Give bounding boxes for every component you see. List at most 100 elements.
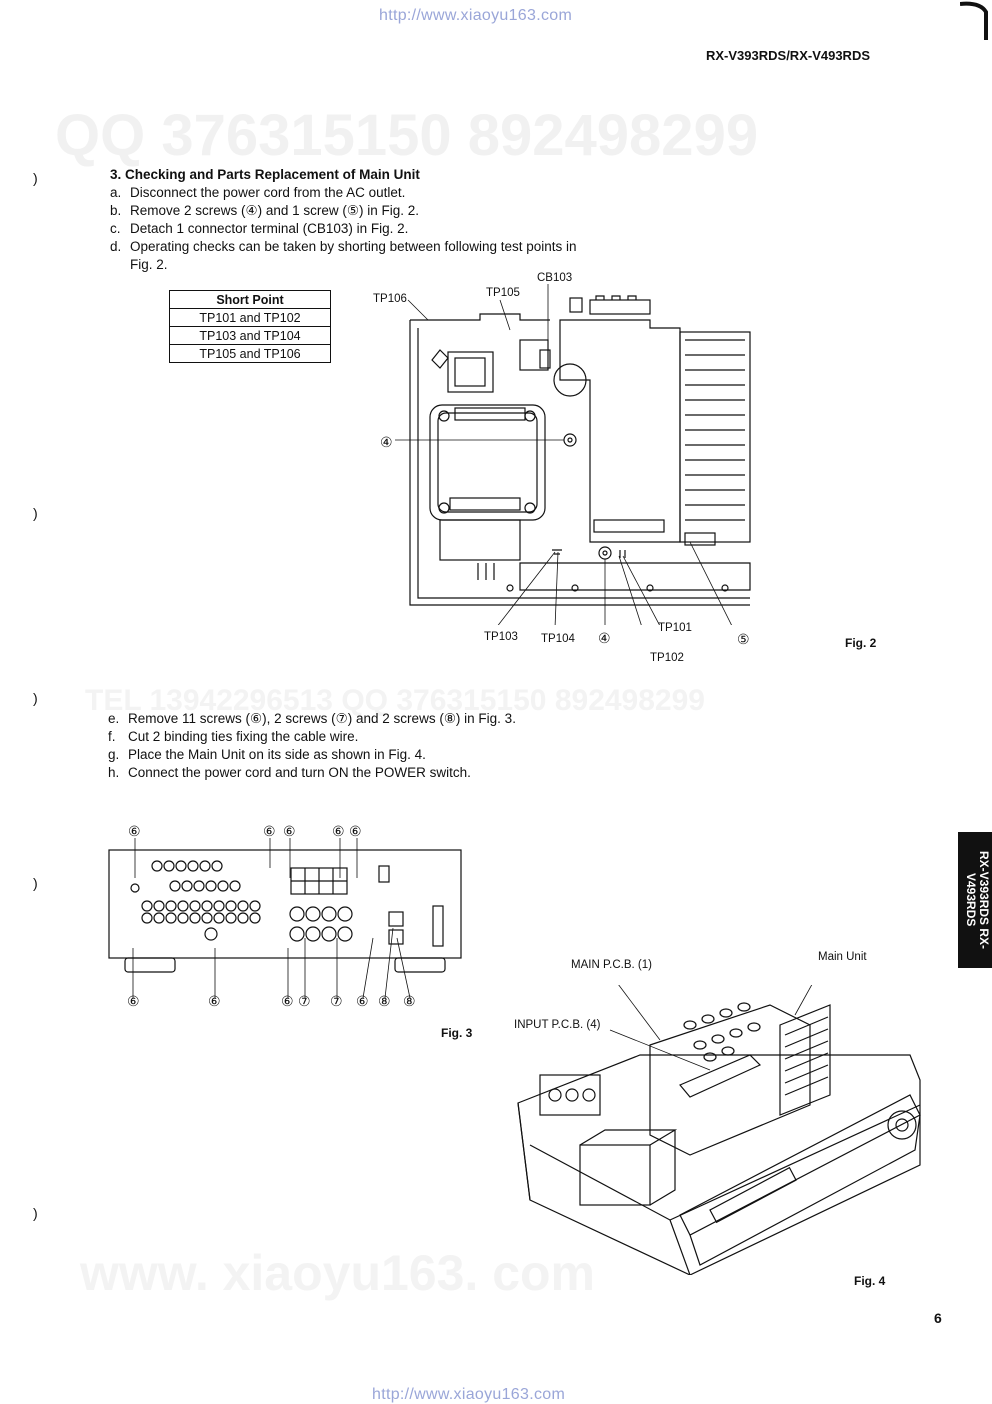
table-row: TP101 and TP102 <box>169 308 331 327</box>
margin-mark: ) <box>33 690 38 706</box>
screw-number: ⑤ <box>346 203 360 218</box>
fig4-input-pcb-callout: INPUT P.C.B. (4) <box>514 1019 601 1031</box>
jack-icon <box>151 860 163 872</box>
short-point-header: Short Point <box>169 290 331 309</box>
model-header: RX-V393RDS/RX-V493RDS <box>706 48 871 63</box>
fig2-tp103-callout: TP103 <box>484 631 518 643</box>
jack-icon <box>321 906 337 922</box>
fig2-screw4-bottom-callout: ④ <box>598 630 611 646</box>
fig3-label: Fig. 3 <box>441 1026 473 1040</box>
fig4-label: Fig. 4 <box>854 1274 886 1288</box>
jack-icon <box>289 926 305 942</box>
fig3-bottom-callout-3: ⑥ <box>281 993 294 1009</box>
fig3-top-callout-2: ⑥ <box>263 823 276 839</box>
jack-icon <box>141 912 153 924</box>
fig2-cb103-callout: CB103 <box>537 272 573 284</box>
step-text-part: Disconnect the power cord from the AC ou… <box>130 185 406 200</box>
jack-icon <box>165 900 177 912</box>
step-text-part: Detach 1 connector terminal (CB103) in F… <box>130 221 409 236</box>
jack-icon <box>305 926 321 942</box>
step-letter: f. <box>108 729 116 744</box>
knob-icon <box>747 1022 761 1032</box>
fig3-top-callout-5: ⑥ <box>349 823 362 839</box>
jack-icon <box>213 912 225 924</box>
margin-mark: ) <box>33 1205 38 1221</box>
jack-icon <box>193 880 205 892</box>
step-text-part: Operating checks can be taken by shortin… <box>130 239 577 272</box>
jack-icon <box>305 906 321 922</box>
fig3-top-callout-4: ⑥ <box>332 823 345 839</box>
screw-number: ④ <box>245 203 258 218</box>
jack-icon <box>141 900 153 912</box>
step-letter: h. <box>108 765 120 780</box>
step-text-part: Remove 2 screws ( <box>130 203 246 218</box>
bottom-url: http://www.xiaoyu163.com <box>372 1386 566 1403</box>
margin-mark: ) <box>33 875 38 891</box>
fig3-bottom-callout-5: ⑦ <box>330 993 343 1009</box>
knob-icon <box>693 1040 707 1050</box>
knob-icon <box>703 1052 717 1062</box>
fig4-drawing <box>517 985 921 1275</box>
jack-icon <box>199 860 211 872</box>
fig3-bottom-callout-7: ⑧ <box>378 993 391 1009</box>
jack-icon <box>217 880 229 892</box>
step-letter: e. <box>108 711 120 726</box>
jack-icon <box>169 880 181 892</box>
table-row: TP105 and TP106 <box>169 344 331 363</box>
jack-icon <box>225 900 237 912</box>
jack-icon <box>177 900 189 912</box>
screw-number: ⑥ <box>250 711 263 726</box>
margin-mark: ) <box>33 505 38 521</box>
jack-icon <box>249 912 261 924</box>
jack-icon <box>201 912 213 924</box>
jack-icon <box>321 926 337 942</box>
step-letter: c. <box>110 221 121 236</box>
jack-icon <box>187 860 199 872</box>
screw-number: ⑦ <box>335 711 348 726</box>
knob-icon <box>729 1028 743 1038</box>
instruction-step: c. Detach 1 connector terminal (CB103) in… <box>110 220 580 238</box>
table-row: TP103 and TP104 <box>169 326 331 345</box>
instruction-step: f. Cut 2 binding ties fixing the cable wi… <box>108 728 578 746</box>
fig2-label: Fig. 2 <box>845 636 877 650</box>
step-text-part: ) and 2 screws ( <box>347 711 444 726</box>
step-letter: b. <box>110 203 122 218</box>
knob-icon <box>721 1046 735 1056</box>
jack-icon <box>337 906 353 922</box>
jack-icon <box>163 860 175 872</box>
fig2-screw4-left-callout: ④ <box>380 434 393 450</box>
jack-icon <box>211 860 223 872</box>
instruction-step: e.Remove 11 screws (⑥), 2 screws (⑦) and… <box>108 710 578 728</box>
jack-icon <box>237 900 249 912</box>
fig2-tp101-callout: TP101 <box>658 622 692 634</box>
step-letter: g. <box>108 747 120 762</box>
step-text: Detach 1 connector terminal (CB103) in F… <box>130 220 408 238</box>
page-number: 6 <box>934 1310 942 1326</box>
jack-icon <box>153 912 165 924</box>
fig2-screw5-callout: ⑤ <box>737 631 750 647</box>
jack-icon <box>165 912 177 924</box>
fig3-bottom-callout-1: ⑥ <box>127 993 140 1009</box>
step-text-part: Cut 2 binding ties fixing the cable wire… <box>128 729 359 744</box>
fig2-tp104-callout: TP104 <box>541 633 575 645</box>
fig4-main-pcb-callout: MAIN P.C.B. (1) <box>571 959 652 971</box>
fig2-drawing <box>395 284 751 625</box>
fig3-bottom-callout-2: ⑥ <box>208 993 221 1009</box>
knob-icon <box>683 1020 697 1030</box>
fig3-drawing <box>108 838 462 998</box>
jack-icon <box>189 912 201 924</box>
step-text-part: Remove 11 screws ( <box>128 711 251 726</box>
watermark-www: www. xiaoyu163. com <box>80 1245 596 1301</box>
step-letter: d. <box>110 239 122 254</box>
jack-icon <box>289 906 305 922</box>
screw-number: ⑧ <box>443 711 456 726</box>
knob-icon <box>701 1014 715 1024</box>
jack-icon <box>225 912 237 924</box>
fig3-bottom-callout-4: ⑦ <box>298 993 311 1009</box>
jack-icon <box>213 900 225 912</box>
instruction-step: h.Connect the power cord and turn ON the… <box>108 764 578 782</box>
instruction-step: d. Operating checks can be taken by short… <box>110 238 580 274</box>
watermark-qq: QQ 376315150 892498299 <box>55 103 759 168</box>
side-model-tab: RX-V393RDS RX-V493RDS <box>958 832 992 968</box>
watermark-mid: TEL 13942296513 QQ 376315150 892498299 <box>85 684 705 717</box>
